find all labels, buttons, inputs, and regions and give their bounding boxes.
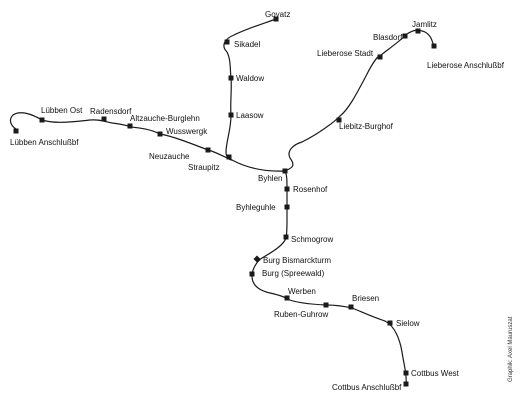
track-straupitz-cottbus: [231, 159, 407, 385]
station-label-ruben-guhrow: Ruben-Guhrow: [274, 310, 328, 319]
station-marker-ruben-guhrow: [323, 302, 329, 308]
station-marker-blasdorf: [402, 33, 408, 39]
station-label-lieberose-anschluss: Lieberose Anschlußbf: [427, 61, 505, 70]
station-marker-luebben-anschluss: [13, 128, 19, 134]
station-marker-jamlitz: [415, 28, 421, 34]
station-label-cottbus-anschluss: Cottbus Anschlußbf: [332, 383, 402, 392]
station-marker-neuzauche: [205, 147, 211, 153]
station-marker-lieberose-anschluss: [431, 43, 437, 49]
station-label-briesen: Briesen: [352, 294, 379, 303]
station-marker-briesen: [348, 304, 354, 310]
station-label-radensdorf: Radensdorf: [90, 107, 132, 116]
station-label-burg-bismarckturm: Burg Bismarckturm: [263, 256, 331, 265]
station-label-jamlitz: Jamlitz: [412, 20, 437, 29]
station-marker-schmogrow: [283, 234, 289, 240]
station-marker-altzauche-burglehn: [127, 123, 133, 129]
station-label-schmogrow: Schmogrow: [291, 235, 333, 244]
station-marker-cottbus-west: [403, 370, 409, 376]
station-label-lieberose-stadt: Lieberose Stadt: [317, 49, 374, 58]
station-label-burg-spreewald: Burg (Spreewald): [262, 269, 325, 278]
station-marker-sielow: [387, 320, 393, 326]
graphic-credit: Graphik: Axel Mauruszat: [508, 316, 514, 382]
station-marker-laasow: [228, 112, 234, 118]
station-marker-lieberose-stadt: [377, 54, 383, 60]
station-label-luebben-ost: Lübben Ost: [41, 106, 83, 115]
station-marker-byhlen: [282, 168, 288, 174]
station-label-liebitz-burghof: Liebitz-Burghof: [339, 122, 394, 131]
station-marker-burg-bismarckturm: [253, 255, 261, 263]
station-marker-waldow: [228, 75, 234, 81]
station-label-blasdorf: Blasdorf: [373, 33, 403, 42]
station-marker-luebben-ost: [39, 117, 45, 123]
station-label-straupitz: Straupitz: [188, 163, 220, 172]
station-label-sielow: Sielow: [396, 319, 420, 328]
station-label-luebben-anschluss: Lübben Anschlußbf: [10, 138, 79, 147]
station-marker-straupitz: [226, 154, 232, 160]
station-marker-werben: [284, 295, 290, 301]
station-label-goyatz: Goyatz: [265, 10, 290, 19]
station-label-laasow: Laasow: [236, 111, 264, 120]
station-marker-radensdorf: [101, 116, 107, 122]
station-label-waldow: Waldow: [236, 74, 264, 83]
station-marker-goyatz: [273, 16, 279, 22]
station-marker-burg-spreewald: [249, 271, 255, 277]
track-luebben-straupitz: [9, 112, 233, 161]
station-marker-sikadel: [224, 39, 230, 45]
station-label-werben: Werben: [288, 287, 316, 296]
station-marker-cottbus-anschluss: [403, 381, 409, 387]
station-label-byhleguhle: Byhleguhle: [236, 203, 276, 212]
station-label-wusswergk: Wusswergk: [166, 127, 208, 136]
station-label-cottbus-west: Cottbus West: [411, 369, 460, 378]
station-marker-liebitz-burghof: [336, 117, 342, 123]
station-label-sikadel: Sikadel: [234, 40, 260, 49]
station-label-rosenhof: Rosenhof: [293, 185, 328, 194]
station-marker-byhleguhle: [284, 204, 290, 210]
station-label-byhlen: Byhlen: [258, 174, 282, 183]
station-label-altzauche-burglehn: Altzauche-Burglehn: [130, 114, 200, 123]
station-marker-wusswergk: [157, 131, 163, 137]
station-label-neuzauche: Neuzauche: [149, 152, 190, 161]
station-marker-rosenhof: [284, 186, 290, 192]
